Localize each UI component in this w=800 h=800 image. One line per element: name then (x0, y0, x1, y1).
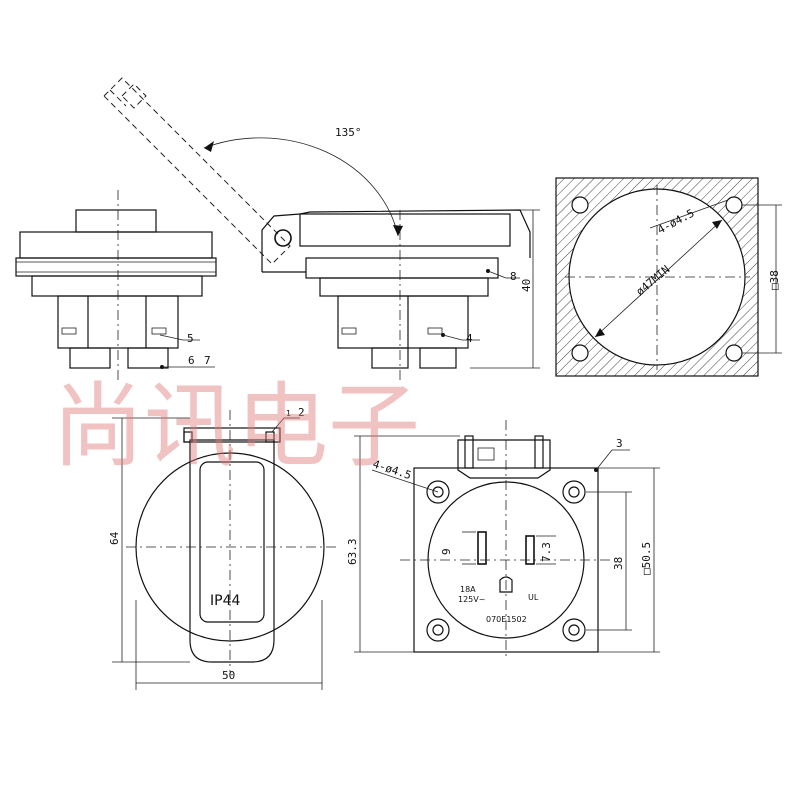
label-5: 5 (187, 332, 194, 345)
angle-label: 135° (335, 126, 362, 139)
side-view-lid: 135° (103, 77, 531, 380)
rating-amp: 18A (460, 585, 476, 594)
dim-50-text: 50 (222, 669, 235, 682)
callout-4: 4 (441, 332, 480, 345)
dim-38-front: 38 (586, 491, 632, 631)
dim-63-3: 63.3 (346, 435, 460, 653)
front-view-socket: 18A 125V~ UL 070E1502 9 7.3 (400, 420, 612, 660)
label-8: 8 (510, 270, 517, 283)
callout-6-7: 6 7 (160, 354, 215, 369)
label-2: 2 (298, 406, 305, 419)
callout-8: 8 (486, 269, 520, 283)
dim-50: 50 (135, 600, 323, 690)
label-1: 1 (286, 409, 291, 418)
label-4: 4 (466, 332, 473, 345)
cert-mark: UL (528, 593, 539, 602)
part-number: 070E1502 (486, 615, 527, 624)
callout-1-2: 1 2 (271, 406, 305, 433)
dim-50-5-text: □50.5 (640, 542, 653, 575)
panel-cutout-view: 4-ø4.5 ø47MIN □38 (555, 177, 782, 377)
rating-volt: 125V~ (458, 595, 485, 604)
callout-5: 5 (159, 332, 200, 345)
label-6: 6 (188, 354, 195, 367)
dim-9-text: 9 (440, 548, 453, 555)
dim-38-text: 38 (612, 557, 625, 570)
callout-3: 3 (594, 437, 630, 472)
ip-rating-label: IP44 (210, 593, 240, 609)
dim-40-text: 40 (520, 279, 533, 292)
dim-63-3-text: 63.3 (346, 539, 359, 566)
side-view-left (15, 190, 217, 382)
cut-size-label: □38 (768, 270, 781, 290)
dim-7-3-text: 7.3 (540, 542, 553, 562)
label-7: 7 (204, 354, 211, 367)
front-view-lid: IP44 (126, 410, 336, 672)
dim-64-text: 64 (108, 531, 121, 545)
dim-50-5: □50.5 (598, 467, 660, 653)
label-3: 3 (616, 437, 623, 450)
dim-64: 64 (108, 417, 190, 663)
dim-40: 40 (470, 209, 540, 369)
watermark: 尚讯电子 (52, 373, 420, 480)
